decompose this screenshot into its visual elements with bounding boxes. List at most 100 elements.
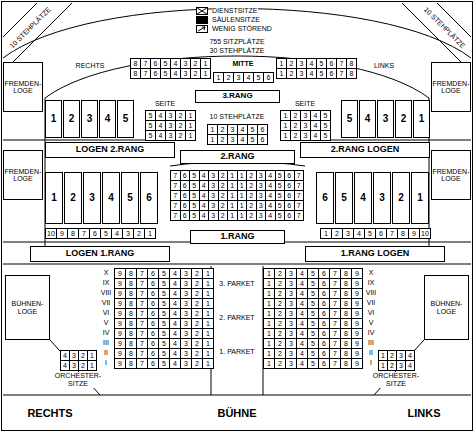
seat-number: 4 [405, 360, 415, 371]
named-loge: BÜHNEN-LOGE [5, 275, 50, 340]
seat-number: 1 [87, 360, 97, 371]
loge-box: 1 [411, 172, 429, 224]
named-loge: BÜHNEN-LOGE [424, 275, 469, 340]
loge-box: 3 [81, 100, 98, 138]
row-number: V [99, 318, 113, 328]
loge-box: 5 [341, 100, 358, 138]
row-number: I [99, 358, 113, 368]
loge-box: 3 [373, 172, 391, 224]
parkett-label: 2. PARKET [218, 314, 255, 322]
box-label: 4 [108, 193, 114, 204]
loge-box: 6 [140, 172, 158, 224]
row-number: IV [99, 328, 113, 338]
section-label: SEITE [154, 100, 176, 108]
box-label: 3 [379, 193, 385, 204]
loge-box: 2 [395, 100, 412, 138]
box-label: 6 [146, 193, 152, 204]
box-label: FREMDEN-LOGE [433, 168, 470, 183]
loge-box: 3 [377, 100, 394, 138]
legend-text: SÄULENSITZE [212, 16, 260, 24]
named-loge: FREMDEN-LOGE [431, 62, 471, 112]
box-label: 1 [419, 114, 425, 125]
row-number: X [364, 268, 378, 278]
box-label: 5 [347, 114, 353, 125]
tier-band: 1.RANG LOGEN [305, 246, 445, 262]
row-number: VIII [99, 288, 113, 298]
box-label: 1.RANG LOGEN [341, 249, 410, 258]
box-label: 5 [341, 193, 347, 204]
standing-note: 10 STEHPLÄTZE [209, 113, 266, 121]
seat-number: 8 [346, 68, 357, 79]
box-label: FREMDEN-LOGE [5, 168, 42, 183]
box-label: 1.RANG [220, 232, 254, 241]
row-number: III [99, 338, 113, 348]
loge-box: 4 [354, 172, 372, 224]
box-label: 2 [69, 114, 75, 125]
box-label: 1 [51, 193, 57, 204]
section-label: SEITE [294, 100, 316, 108]
row-number: I [364, 358, 378, 368]
row-number: III [364, 338, 378, 348]
row-number: V [364, 318, 378, 328]
legend-note: 755 SITZPLÄTZE [208, 38, 265, 46]
loge-box: 2 [63, 100, 80, 138]
legend-symbol [196, 16, 208, 24]
tier-band: LOGEN 2.RANG [45, 142, 175, 158]
loge-box: 5 [335, 172, 353, 224]
seat-number: 7 [294, 210, 305, 221]
loge-box: 2 [64, 172, 82, 224]
box-label: 3.RANG [222, 92, 252, 100]
row-number: IV [364, 328, 378, 338]
box-label: FREMDEN-LOGE [433, 80, 470, 95]
section-label: MITTE [232, 60, 255, 68]
seat-number: 6 [257, 134, 268, 145]
loge-box: 3 [83, 172, 101, 224]
loge-box: 1 [45, 100, 62, 138]
legend-text: DIENSTSITZE [212, 7, 258, 15]
legend-text: WENIG STÖREND [212, 25, 272, 33]
box-label: 4 [105, 114, 111, 125]
row-number: II [364, 348, 378, 358]
tier-band: 3.RANG [195, 90, 280, 103]
stage-side-label: LINKS [407, 407, 442, 420]
box-label: BÜHNEN-LOGE [426, 300, 467, 315]
loge-box: 1 [45, 172, 63, 224]
row-number: VII [364, 298, 378, 308]
stage-side-label: RECHTS [26, 407, 73, 420]
loge-box: 5 [121, 172, 139, 224]
loge-box: 4 [359, 100, 376, 138]
tier-band: LOGEN 1.RANG [30, 246, 170, 262]
box-label: 5 [123, 114, 129, 125]
loge-box: 6 [316, 172, 334, 224]
box-label: 5 [127, 193, 133, 204]
stage-label: BÜHNE [216, 407, 257, 420]
seat-number: 1 [200, 68, 211, 79]
box-label: 2 [401, 114, 407, 125]
orchestra-label: ORCHESTER-SITZE [370, 372, 422, 388]
box-label: LOGEN 1.RANG [66, 249, 135, 258]
seat-number: 9 [351, 358, 363, 369]
loge-box: 2 [392, 172, 410, 224]
loge-box: 4 [102, 172, 120, 224]
box-label: LOGEN 2.RANG [76, 145, 145, 154]
box-label: 3 [89, 193, 95, 204]
box-label: 2 [70, 193, 76, 204]
legend-symbol [196, 25, 208, 33]
row-number: VIII [364, 288, 378, 298]
box-label: 3 [87, 114, 93, 125]
named-loge: FREMDEN-LOGE [3, 62, 43, 112]
row-number: VI [364, 308, 378, 318]
box-label: 2.RANG [220, 152, 254, 161]
box-label: 4 [360, 193, 366, 204]
seat-number: 6 [263, 72, 274, 83]
row-number: VII [99, 298, 113, 308]
legend-symbol [196, 7, 208, 15]
tier-band: 2.RANG [180, 150, 295, 164]
named-loge: FREMDEN-LOGE [431, 150, 471, 200]
loge-box: 4 [99, 100, 116, 138]
box-label: 1 [51, 114, 57, 125]
box-label: 4 [365, 114, 371, 125]
seat-number: 1 [202, 358, 214, 369]
box-label: 2.RANG LOGEN [331, 145, 400, 154]
box-label: FREMDEN-LOGE [5, 80, 42, 95]
